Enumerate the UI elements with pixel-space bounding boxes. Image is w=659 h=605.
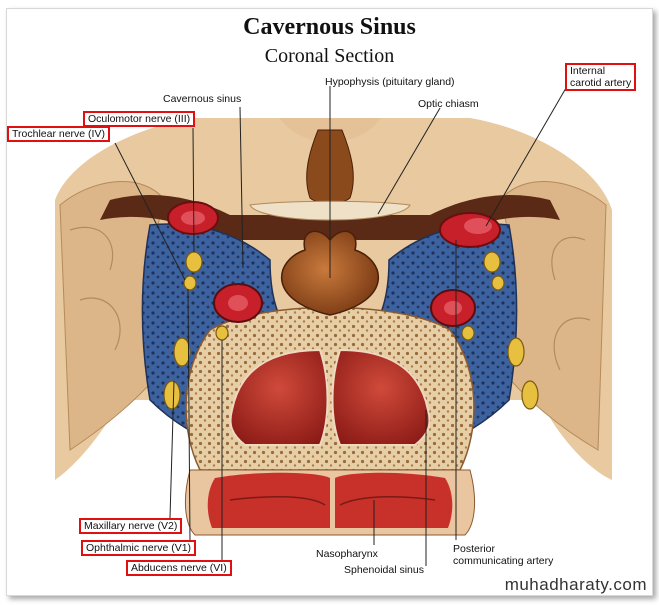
label-ophthalmic-nerve: Ophthalmic nerve (V1) <box>81 540 197 556</box>
nasopharynx <box>185 469 475 536</box>
label-hypophysis: Hypophysis (pituitary gland) <box>325 76 455 88</box>
label-internal-carotid-line2: carotid artery <box>570 77 632 89</box>
sphenoidal-sinus <box>229 348 431 446</box>
label-sphenoidal-sinus: Sphenoidal sinus <box>344 564 424 576</box>
diagram-title: Cavernous Sinus <box>243 14 416 40</box>
label-posterior-comm-line1: Posterior <box>453 543 496 555</box>
sphenoid-bone <box>185 306 475 471</box>
label-trochlear-nerve: Trochlear nerve (IV) <box>7 126 110 142</box>
label-cavernous-sinus: Cavernous sinus <box>163 93 242 105</box>
label-abducens-nerve: Abducens nerve (VI) <box>126 560 232 576</box>
cranial-nerves <box>163 251 539 410</box>
label-internal-carotid-artery: Internal carotid artery <box>565 63 637 91</box>
label-posterior-communicating-artery: Posterior communicating artery <box>453 543 553 567</box>
label-optic-chiasm: Optic chiasm <box>418 98 479 110</box>
label-nasopharynx: Nasopharynx <box>316 548 378 560</box>
watermark: muhadharaty.com <box>504 575 647 594</box>
label-posterior-comm-line2: communicating artery <box>453 555 554 567</box>
label-maxillary-nerve: Maxillary nerve (V2) <box>79 518 183 534</box>
diagram-subtitle: Coronal Section <box>264 45 395 67</box>
internal-carotid-artery-in-sinus <box>213 283 476 327</box>
label-internal-carotid-line1: Internal <box>570 65 606 77</box>
leader-lines <box>114 86 567 566</box>
internal-carotid-artery-upper <box>167 201 501 248</box>
label-oculomotor-nerve: Oculomotor nerve (III) <box>83 111 196 127</box>
